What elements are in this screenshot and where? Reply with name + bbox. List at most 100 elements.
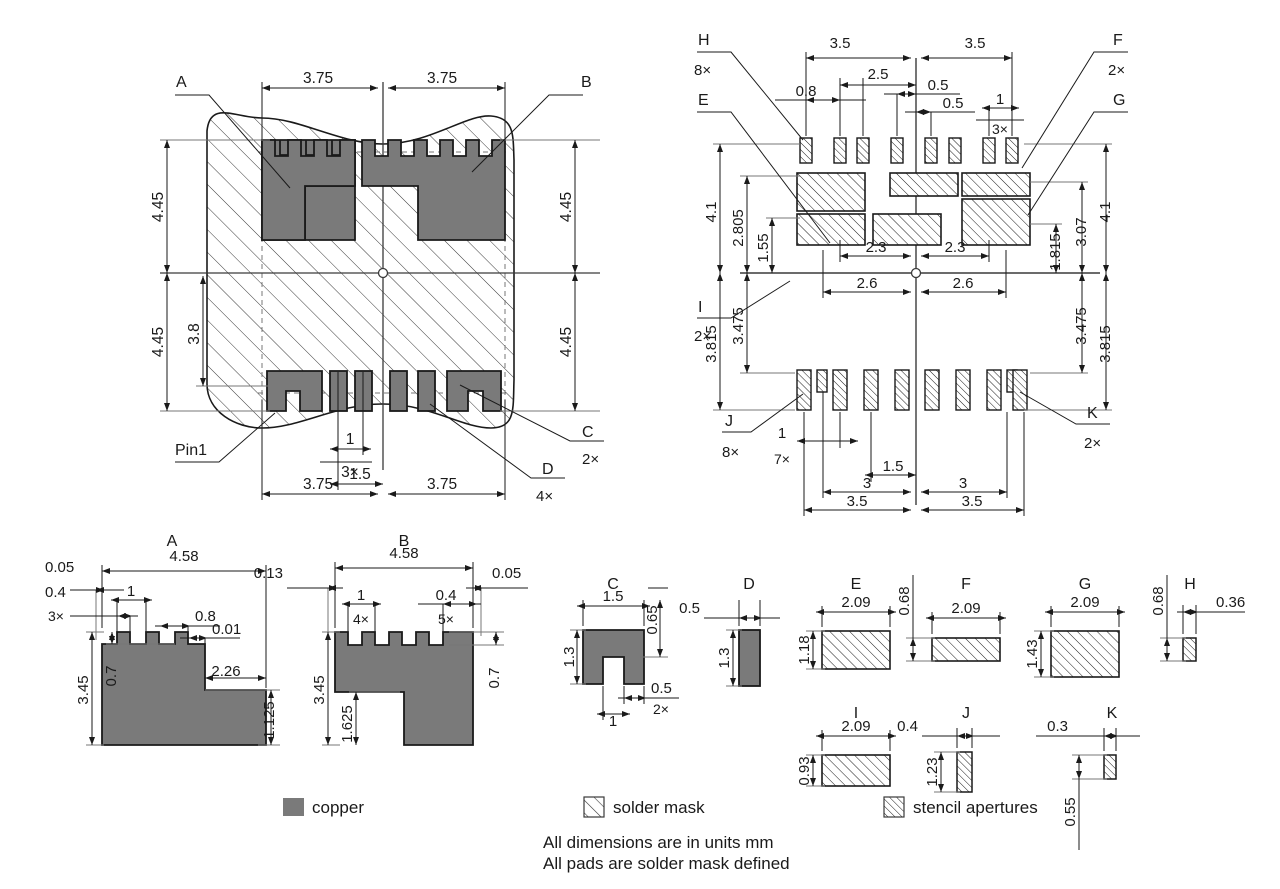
dim-label-left-4-1: 4.1 (703, 202, 720, 223)
detail-f-dim-height: 0.68 (896, 586, 913, 615)
detail-h: H 0.68 0.36 (1150, 575, 1245, 662)
callout-qty-c: 2× (582, 451, 599, 468)
detail-c-dim-0-65: 0.65 (644, 605, 661, 634)
dim-label-left-1-55: 1.55 (755, 233, 772, 262)
legend-swatch-copper (283, 798, 304, 816)
detail-f: F 2.09 0.68 (896, 575, 1006, 662)
dim-label-left-2-805: 2.805 (730, 209, 747, 247)
callout-i: I 2× (694, 280, 791, 345)
detail-c-dim-1-3: 1.3 (561, 647, 578, 668)
dim-label-top-1-qty: 3× (992, 121, 1008, 137)
origin-marker (377, 267, 389, 279)
aperture-f-mid (889, 172, 959, 197)
detail-b: B 4.58 (254, 533, 528, 746)
callout-label-g: G (1113, 92, 1125, 109)
copper-pad-a-outline (261, 139, 356, 241)
detail-a-dim-pitch: 1 (127, 583, 135, 600)
dim-label-left-3-815: 3.815 (703, 325, 720, 363)
detail-j-dim-width: 0.4 (897, 718, 918, 735)
legend: copper solder mask stencil apertures (283, 796, 1038, 818)
dim-label-top-1: 1 (996, 91, 1004, 108)
detail-g-dim-width: 2.09 (1070, 594, 1099, 611)
aperture-h-8 (1005, 137, 1019, 164)
aperture-j-3 (863, 369, 879, 411)
dim-pitch-1 (320, 372, 372, 463)
callout-label-b: B (581, 74, 592, 91)
callout-g: G (1027, 92, 1128, 216)
callout-d: D 4× (429, 403, 565, 505)
aperture-j-8 (1012, 369, 1028, 411)
aperture-k-1 (816, 369, 828, 393)
aperture-g-right (961, 198, 1031, 246)
aperture-e-top (796, 172, 866, 212)
detail-j: J 0.4 1.23 (897, 705, 1000, 793)
detail-h-dim-height: 0.68 (1150, 586, 1167, 615)
detail-a-title: A (167, 533, 178, 550)
dim-label-bot-1: 1 (778, 425, 786, 442)
dim-offset-1-5 (330, 455, 383, 490)
detail-g-title: G (1079, 576, 1091, 593)
detail-c-dim-1: 1 (609, 713, 617, 730)
detail-a-dim-2-26: 2.26 (211, 663, 240, 680)
aperture-j-7 (986, 369, 1002, 411)
detail-b-dim-0-7: 0.7 (486, 668, 503, 689)
legend-label-copper: copper (312, 798, 364, 817)
detail-j-dims (922, 728, 1000, 793)
detail-b-dim-width: 4.58 (389, 545, 418, 562)
aperture-h-4 (890, 137, 904, 164)
callout-b: B (471, 74, 592, 173)
callout-j: J 8× (722, 393, 804, 461)
legend-swatch-solder-mask (583, 796, 605, 818)
detail-c-dim-0-5-qty: 2× (653, 701, 669, 717)
detail-e-dim-width: 2.09 (841, 594, 870, 611)
detail-a-dim-3-45: 3.45 (75, 675, 92, 704)
aperture-h-3 (856, 137, 870, 164)
detail-g-dims (1034, 606, 1125, 678)
dim-stencil-bottom (797, 392, 1025, 516)
detail-d: D 0.5 1.3 (679, 576, 780, 687)
legend-label-solder-mask: solder mask (613, 798, 705, 817)
note-line-1: All dimensions are in units mm (543, 833, 774, 852)
detail-d-title: D (743, 576, 755, 593)
aperture-h-5 (924, 137, 938, 164)
detail-b-dim-0-4-qty: 5× (438, 611, 454, 627)
aperture-j-2 (832, 369, 848, 411)
detail-k-dim-width: 0.3 (1047, 718, 1068, 735)
detail-b-dim-1-625: 1.625 (339, 705, 356, 743)
detail-h-title: H (1184, 576, 1196, 593)
detail-a-dim-width: 4.58 (169, 548, 198, 565)
aperture-f-right (961, 172, 1031, 197)
detail-i-dims (806, 730, 896, 787)
detail-a-dim-qty: 3× (48, 608, 64, 624)
callout-e: E (697, 92, 831, 244)
detail-b-title: B (399, 533, 410, 550)
callout-a: A (175, 74, 291, 189)
dim-stencil-left (713, 143, 800, 411)
detail-f-dims (906, 575, 1006, 662)
stencil-apertures-large (796, 172, 1031, 246)
callout-qty-f: 2× (1108, 62, 1125, 79)
detail-g-dim-height: 1.43 (1024, 639, 1041, 668)
detail-e-aperture (821, 630, 891, 670)
detail-b-dim-0-4: 0.4 (436, 587, 457, 604)
detail-b-copper (334, 631, 474, 746)
dim-label-right-upper: 4.45 (558, 192, 575, 222)
detail-a-dim-1-125: 1.125 (261, 701, 278, 739)
detail-c: C 1.5 0.65 1.3 1 0.5 2× (561, 576, 679, 730)
dim-label-top-0-5-b: 0.5 (943, 95, 964, 112)
detail-f-aperture (931, 637, 1001, 662)
aperture-j-6 (955, 369, 971, 411)
detail-d-dims (704, 600, 780, 687)
detail-e: E 2.09 1.18 (796, 576, 896, 670)
dim-label-right-3-815: 3.815 (1097, 325, 1114, 363)
aperture-h-7 (982, 137, 996, 164)
note-line-2: All pads are solder mask defined (543, 854, 790, 873)
detail-i-dim-width: 2.09 (841, 718, 870, 735)
legend-item-copper: copper (283, 798, 364, 817)
callout-label-pin1: Pin1 (175, 442, 207, 459)
aperture-j-1 (796, 369, 812, 411)
aperture-j-4 (894, 369, 910, 411)
notes: All dimensions are in units mm All pads … (543, 833, 790, 873)
dim-label-bottom-left: 3.75 (303, 476, 333, 493)
dim-label-right-3-475: 3.475 (1073, 307, 1090, 345)
